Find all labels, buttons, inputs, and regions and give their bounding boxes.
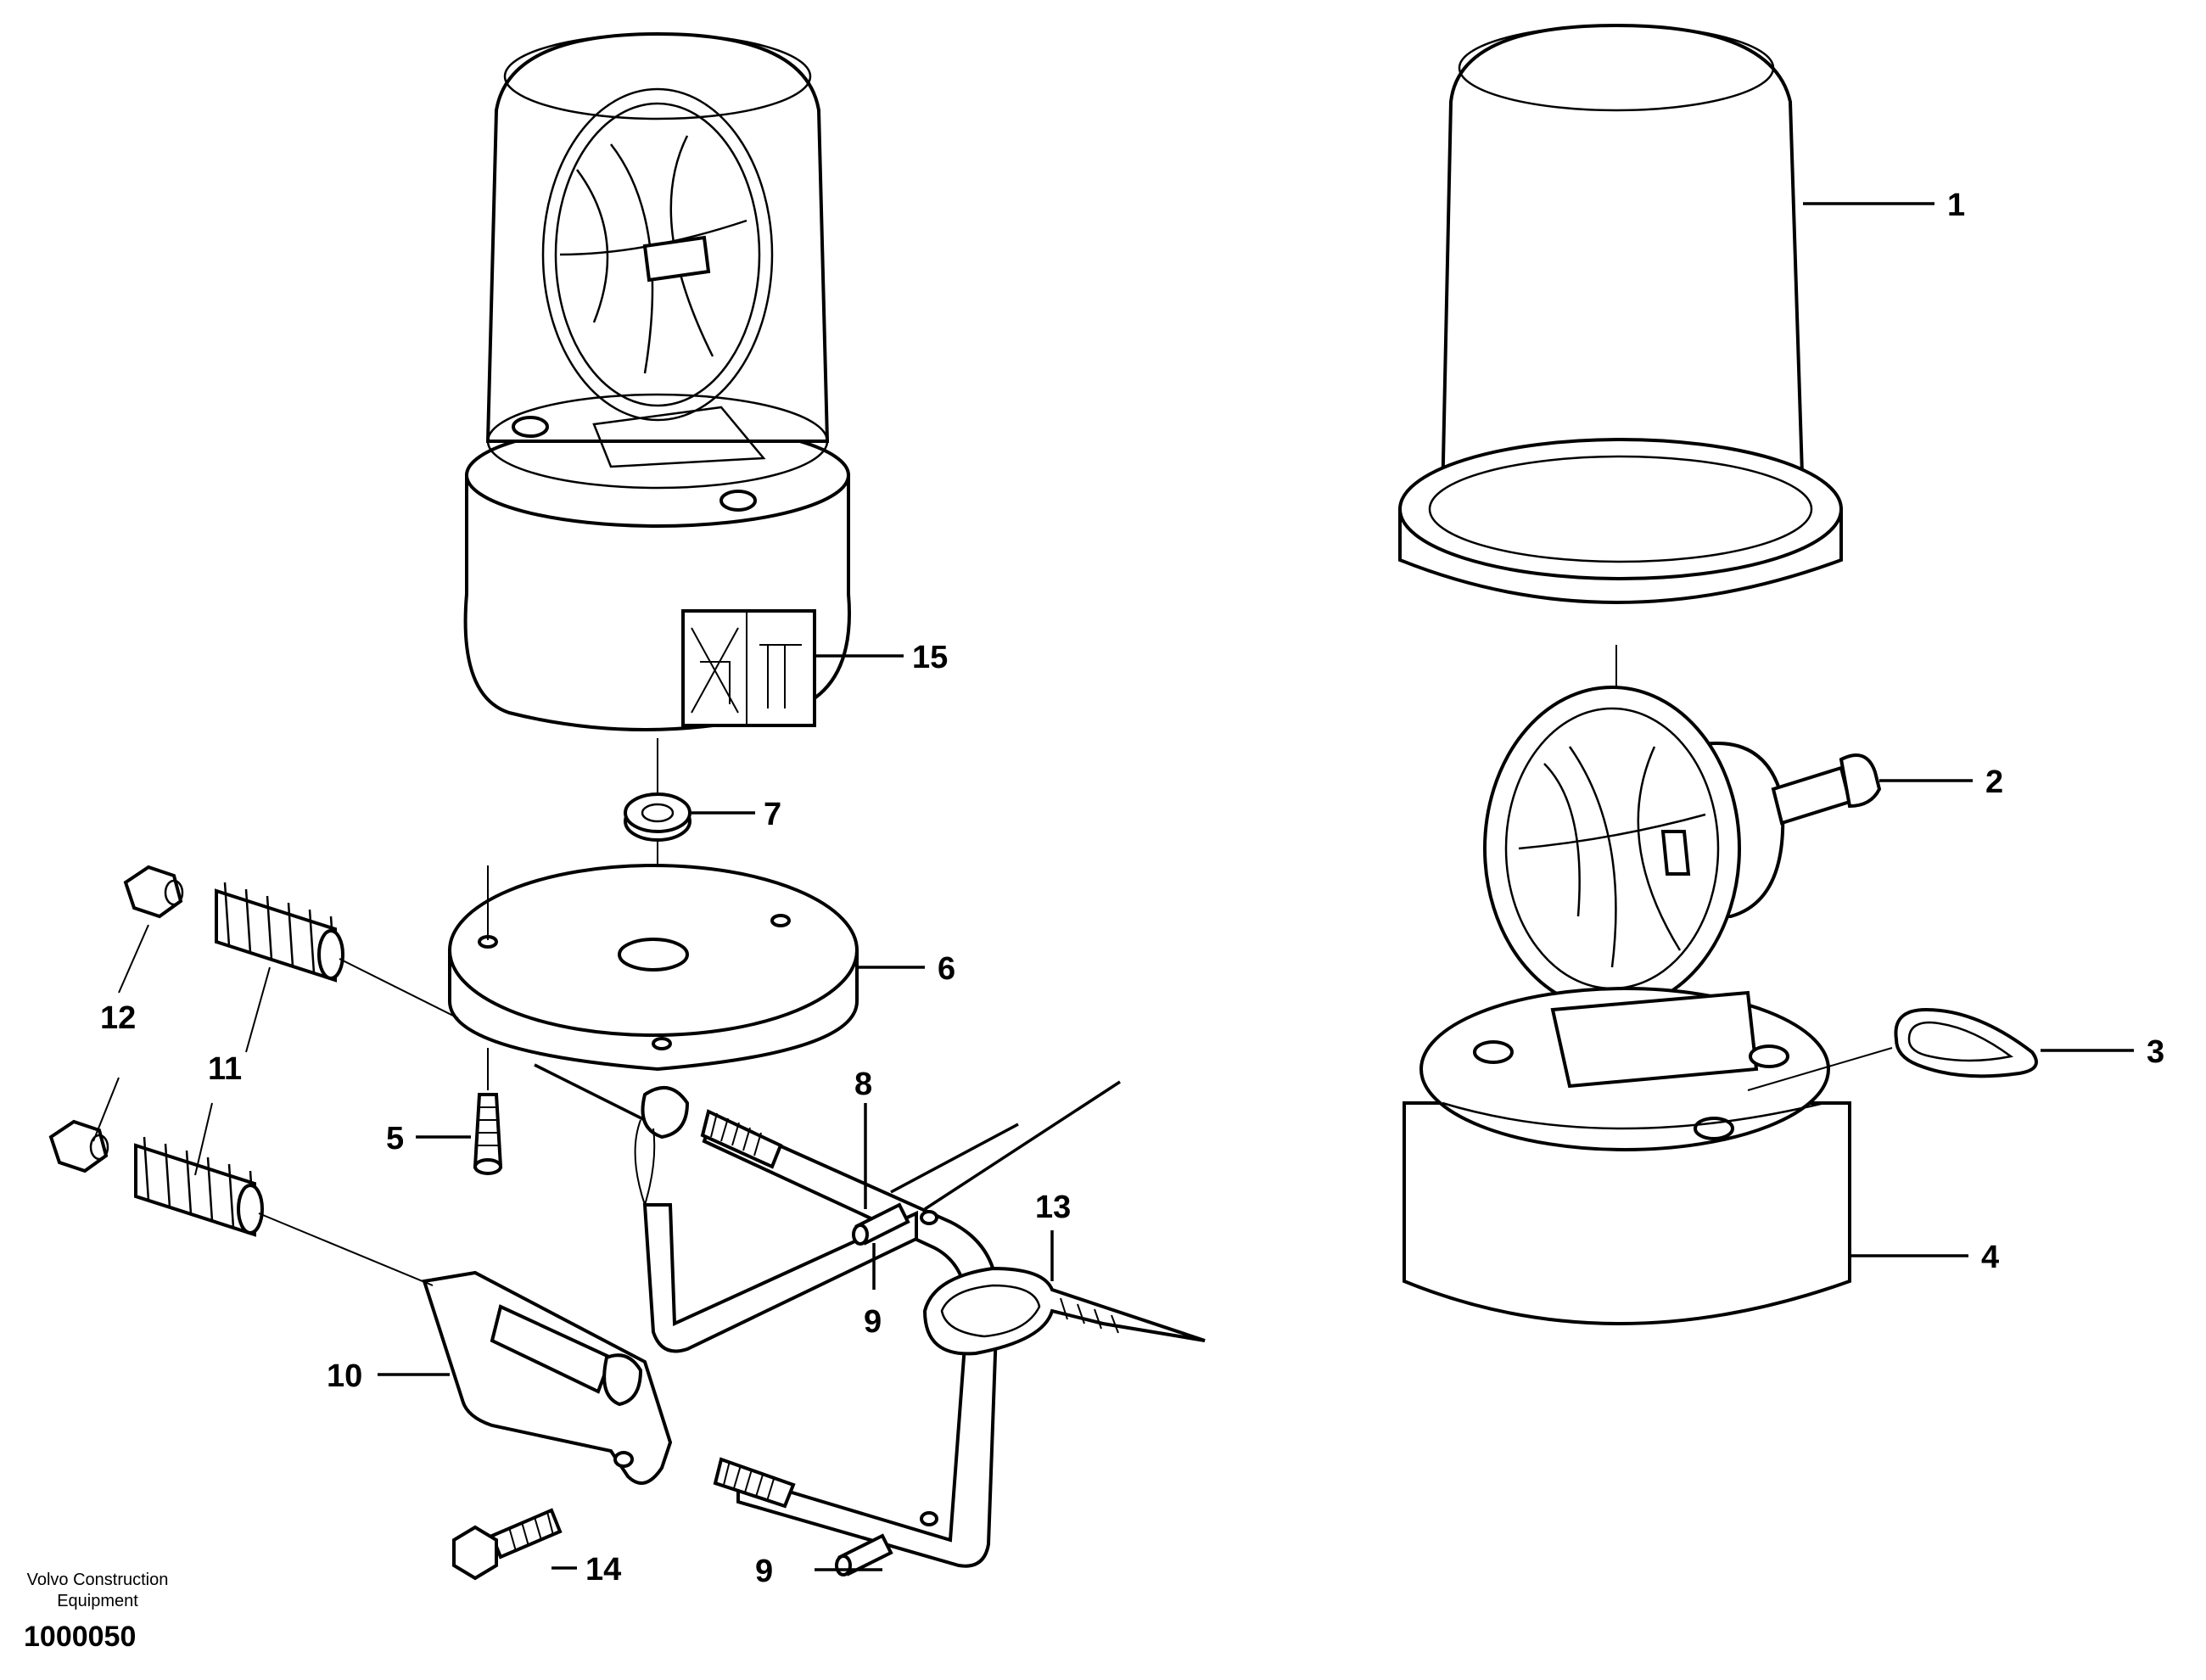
figure-number: 1000050 [24,1621,136,1653]
cable-tie [922,1266,1206,1356]
callout-13: 13 [1035,1190,1071,1225]
callout-14: 14 [585,1552,621,1588]
lamp-base [1403,987,1851,1325]
callout-12: 12 [100,1000,136,1036]
bracket [422,1270,673,1485]
footer: Volvo Construction Equipment 1000050 [24,1571,168,1653]
grommet [624,792,691,842]
nut-upper [123,865,184,919]
screw [473,1093,503,1175]
mounting-bar [642,1109,999,1568]
callout-5: 5 [386,1121,404,1156]
spring-lower [134,1136,264,1237]
callout-1: 1 [1947,188,1965,223]
mounting-plate [448,864,859,1072]
callout-8: 8 [854,1067,872,1102]
callout-11: 11 [208,1051,242,1087]
warning-decal [681,609,816,727]
callout-9-lower: 9 [755,1554,773,1589]
cable-connector [634,1086,690,1206]
halogen-bulb [1771,753,1882,826]
assembled-beacon [463,31,851,731]
callout-3: 3 [2147,1034,2164,1070]
callout-15: 15 [912,640,948,675]
flange-bolt [452,1508,563,1581]
company-name: Volvo Construction [27,1571,169,1589]
callout-2: 2 [1985,764,2003,800]
company-name-line2: Equipment [57,1592,138,1610]
callout-6: 6 [938,951,955,987]
dome-lens [1398,23,1843,604]
callout-labels: 1 2 3 4 5 6 7 8 9 9 10 11 12 13 14 15 [100,188,2164,1589]
callout-10: 10 [327,1358,362,1394]
o-ring [1894,1007,2038,1078]
callout-4: 4 [1981,1240,1999,1275]
reflector [1483,686,1785,1011]
callout-7: 7 [764,797,781,832]
callout-9-upper: 9 [864,1304,882,1340]
pin-upper [852,1202,910,1246]
nut-lower [48,1119,109,1173]
spring-upper [215,882,344,983]
leader-lines [378,202,2134,1571]
